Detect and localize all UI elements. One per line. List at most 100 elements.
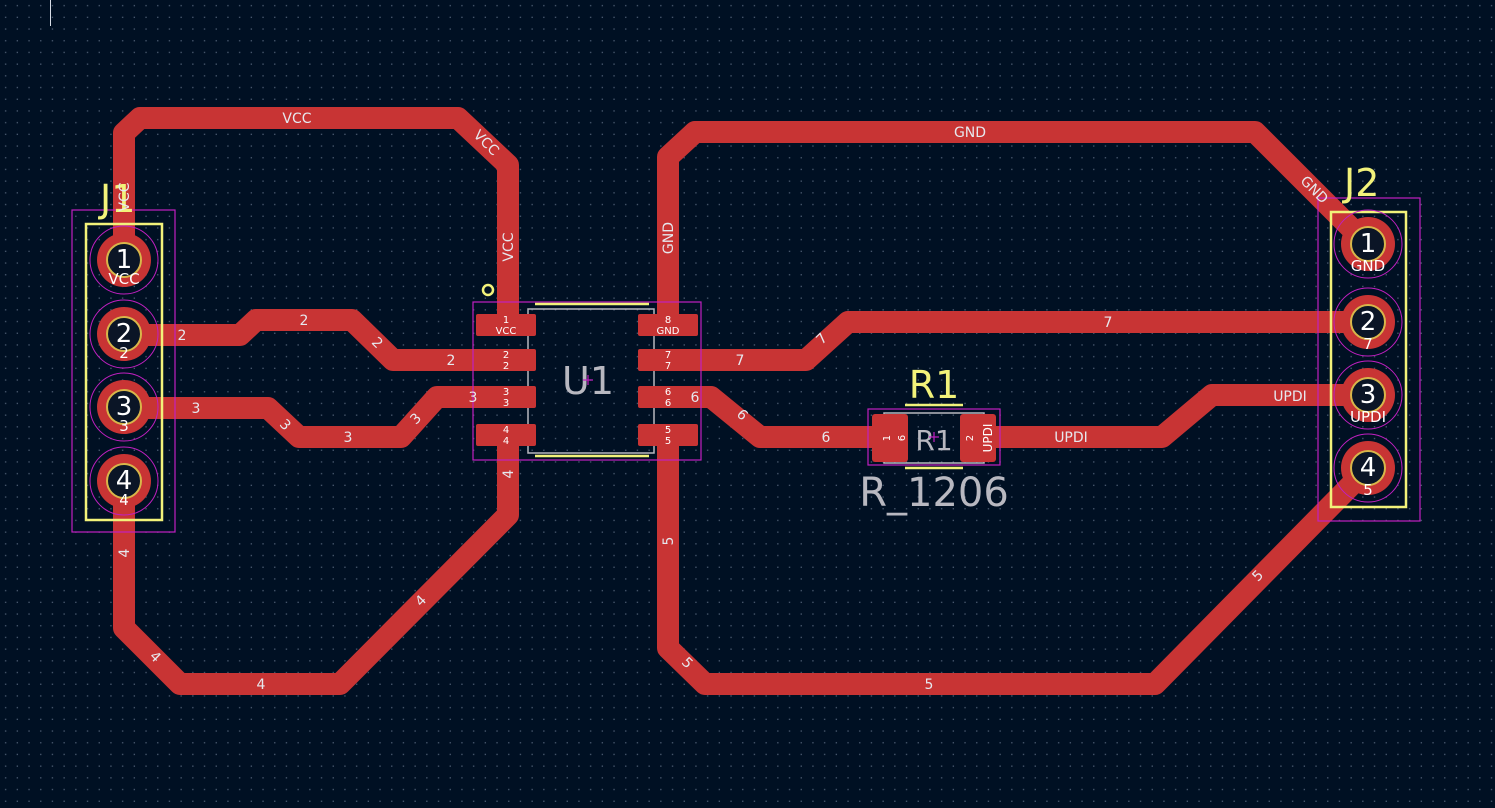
u1-pad[interactable] <box>638 349 698 371</box>
track-5[interactable] <box>657 424 1379 695</box>
j1-pin-net: 4 <box>119 491 129 509</box>
u1-pad[interactable] <box>638 386 698 408</box>
track-label-2: 2 <box>300 313 309 329</box>
j2-pin-net: 7 <box>1363 335 1373 353</box>
u1-pad-net: 5 <box>665 436 671 447</box>
r1-anchor <box>929 432 939 442</box>
track-label-vcc: VCC <box>117 182 133 211</box>
j2-pin-net: UPDI <box>1350 408 1386 426</box>
j2-pin-net: GND <box>1351 257 1385 275</box>
r1-reference: R1 <box>909 363 960 407</box>
track-label-4: 4 <box>257 677 266 693</box>
u1-pad-number: 4 <box>503 425 509 436</box>
u1-pin1-marker <box>481 283 495 297</box>
j2-silkscreen-outline <box>1329 210 1408 509</box>
track-label-gnd: GND <box>661 222 677 254</box>
u1-pad-number: 6 <box>665 387 671 398</box>
j1-drill-hole <box>106 389 142 425</box>
u1-pad[interactable] <box>476 424 536 446</box>
track-label-3: 3 <box>344 430 353 446</box>
j2-pin-number: 3 <box>1360 380 1377 410</box>
u1-pad-number: 5 <box>665 425 671 436</box>
j1-courtyard <box>71 209 176 533</box>
j1-drill-hole <box>106 242 142 278</box>
j1-pad-clearance <box>89 299 159 369</box>
u1-courtyard <box>472 301 702 461</box>
track-7[interactable] <box>659 311 1379 371</box>
u1-pad[interactable] <box>638 314 698 336</box>
u1-pad[interactable] <box>476 386 536 408</box>
j1-reference: J1 <box>98 177 135 221</box>
j1-pin-net: 3 <box>119 417 129 435</box>
r1-pad1-net: 6 <box>897 435 908 441</box>
track-label-5: 5 <box>925 677 934 693</box>
track-4[interactable] <box>113 424 519 695</box>
track-label-7: 7 <box>736 353 745 369</box>
u1-anchor <box>583 375 593 385</box>
r1-courtyard <box>867 408 1001 466</box>
u1-pad-number: 8 <box>665 315 671 326</box>
track-label-4: 4 <box>501 469 517 478</box>
u1-pad-net: 4 <box>503 436 509 447</box>
resistor-r1[interactable]: 1 6 2 UPDI R1 R1 R_1206 <box>859 363 1009 516</box>
j2-pin-net: 5 <box>1363 481 1373 499</box>
track-label-updi: UPDI <box>1273 389 1307 405</box>
track-label-7: 7 <box>1104 315 1113 331</box>
track-label-gnd: GND <box>954 125 986 141</box>
j2-drill-hole <box>1350 226 1386 262</box>
j1-pin-number: 4 <box>116 466 133 496</box>
j2-drill-hole <box>1350 450 1386 486</box>
track-label-3: 3 <box>192 401 201 417</box>
u1-pad-net: 7 <box>665 361 671 372</box>
u1-fab-outline <box>527 308 655 454</box>
u1-pad-net: GND <box>657 326 680 337</box>
u1-pad[interactable] <box>476 349 536 371</box>
j1-pad-clearance <box>89 372 159 442</box>
j2-courtyard <box>1317 197 1421 522</box>
u1-pad[interactable] <box>476 314 536 336</box>
u1-pad-number: 3 <box>503 387 509 398</box>
u1-pad-net: 6 <box>665 398 671 409</box>
r1-pad2-net: UPDI <box>981 424 995 453</box>
j1-drill-hole <box>106 316 142 352</box>
r1-pad2-number: 2 <box>965 435 976 441</box>
j1-pin-number: 2 <box>116 319 133 349</box>
r1-pad-1[interactable] <box>872 414 908 462</box>
track-label-2: 2 <box>178 328 187 344</box>
track-label-5: 5 <box>661 537 677 546</box>
u1-pad-number: 1 <box>503 315 509 326</box>
r1-pad-2[interactable] <box>960 414 996 462</box>
j2-pin-number: 1 <box>1360 229 1377 259</box>
j1-silkscreen-outline <box>84 222 164 522</box>
track-label-6: 6 <box>822 430 831 446</box>
u1-pad[interactable] <box>638 424 698 446</box>
j1-pin-number: 1 <box>116 245 133 275</box>
j1-pad-clearance <box>89 446 159 516</box>
u1-pad-net: 3 <box>503 398 509 409</box>
u1-pad-number: 7 <box>665 350 671 361</box>
track-2[interactable] <box>113 309 517 371</box>
track-gnd[interactable] <box>657 121 1379 336</box>
u1-pad-net: VCC <box>496 326 517 337</box>
j2-pad-clearance <box>1333 287 1403 357</box>
track-label-vcc: VCC <box>282 111 311 127</box>
track-updi[interactable] <box>969 384 1379 448</box>
j1-drill-hole <box>106 463 142 499</box>
r1-pad1-number: 1 <box>882 435 893 441</box>
j1-pin-number: 3 <box>116 392 133 422</box>
j2-pin-number: 4 <box>1360 453 1377 483</box>
j2-drill-hole <box>1350 377 1386 413</box>
j1-pin-net: VCC <box>108 270 139 288</box>
j2-pad-clearance <box>1333 209 1403 279</box>
j2-pad-clearance <box>1333 433 1403 503</box>
j2-reference: J2 <box>1342 161 1379 205</box>
u1-pad-net: 2 <box>503 361 509 372</box>
track-3[interactable] <box>113 386 517 448</box>
track-label-4: 4 <box>117 548 133 557</box>
track-label-3: 3 <box>469 390 478 406</box>
track-vcc[interactable] <box>113 107 519 336</box>
